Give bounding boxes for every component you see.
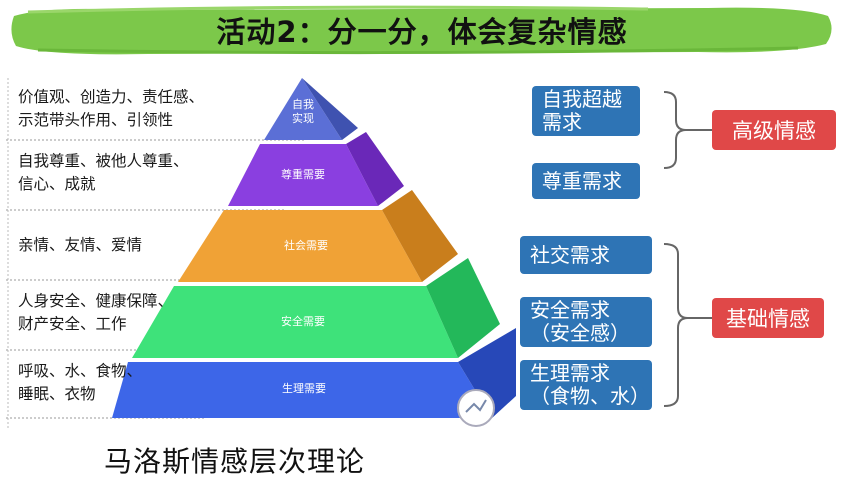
row-label-physiological: 呼吸、水、食物、 睡眠、衣物 xyxy=(18,362,143,403)
pyramid-tier-physiological xyxy=(112,362,492,418)
page-title: 活动2：分一分，体会复杂情感 xyxy=(216,15,628,49)
row-label-self-actualization: 价值观、创造力、责任感、 示范带头作用、引领性 xyxy=(18,88,205,129)
bracket-base xyxy=(663,243,689,407)
group-box-high-emotion: 高级情感 xyxy=(712,110,836,150)
tier-label-self-actualization: 自我 实现 xyxy=(292,98,314,125)
pyramid-tier-self-actualization xyxy=(264,78,342,140)
need-box-social: 社交需求 xyxy=(520,236,652,274)
pyramid-graphic xyxy=(6,78,516,428)
pyramid-tier-esteem xyxy=(228,144,378,206)
tier-label-safety: 安全需要 xyxy=(281,315,325,328)
pyramid-caption: 马洛斯情感层次理论 xyxy=(104,445,366,478)
need-box-physiological: 生理需求 （食物、水） xyxy=(520,360,652,410)
watermark-icon xyxy=(457,389,495,427)
title-banner: 活动2：分一分，体会复杂情感 xyxy=(8,4,836,56)
need-box-safety: 安全需求 （安全感） xyxy=(520,297,652,347)
maslow-pyramid-panel: 价值观、创造力、责任感、 示范带头作用、引领性 自我尊重、被他人尊重、 信心、成… xyxy=(6,78,520,428)
title-brush-stroke xyxy=(11,5,832,55)
tier-label-social: 社会需要 xyxy=(284,239,328,252)
group-box-base-emotion: 基础情感 xyxy=(712,298,824,338)
row-label-safety: 人身安全、健康保障、 财产安全、工作 xyxy=(18,292,174,333)
bracket-high xyxy=(663,91,687,169)
row-label-esteem: 自我尊重、被他人尊重、 信心、成就 xyxy=(18,152,189,193)
need-box-self-transcendence: 自我超越 需求 xyxy=(532,86,640,136)
row-label-social: 亲情、友情、爱情 xyxy=(18,236,143,254)
pyramid-tier-safety xyxy=(132,286,458,358)
tier-label-esteem: 尊重需要 xyxy=(281,168,325,181)
need-box-esteem: 尊重需求 xyxy=(532,163,640,199)
pyramid-tier-social xyxy=(178,210,422,282)
tier-label-physiological: 生理需要 xyxy=(282,382,326,395)
